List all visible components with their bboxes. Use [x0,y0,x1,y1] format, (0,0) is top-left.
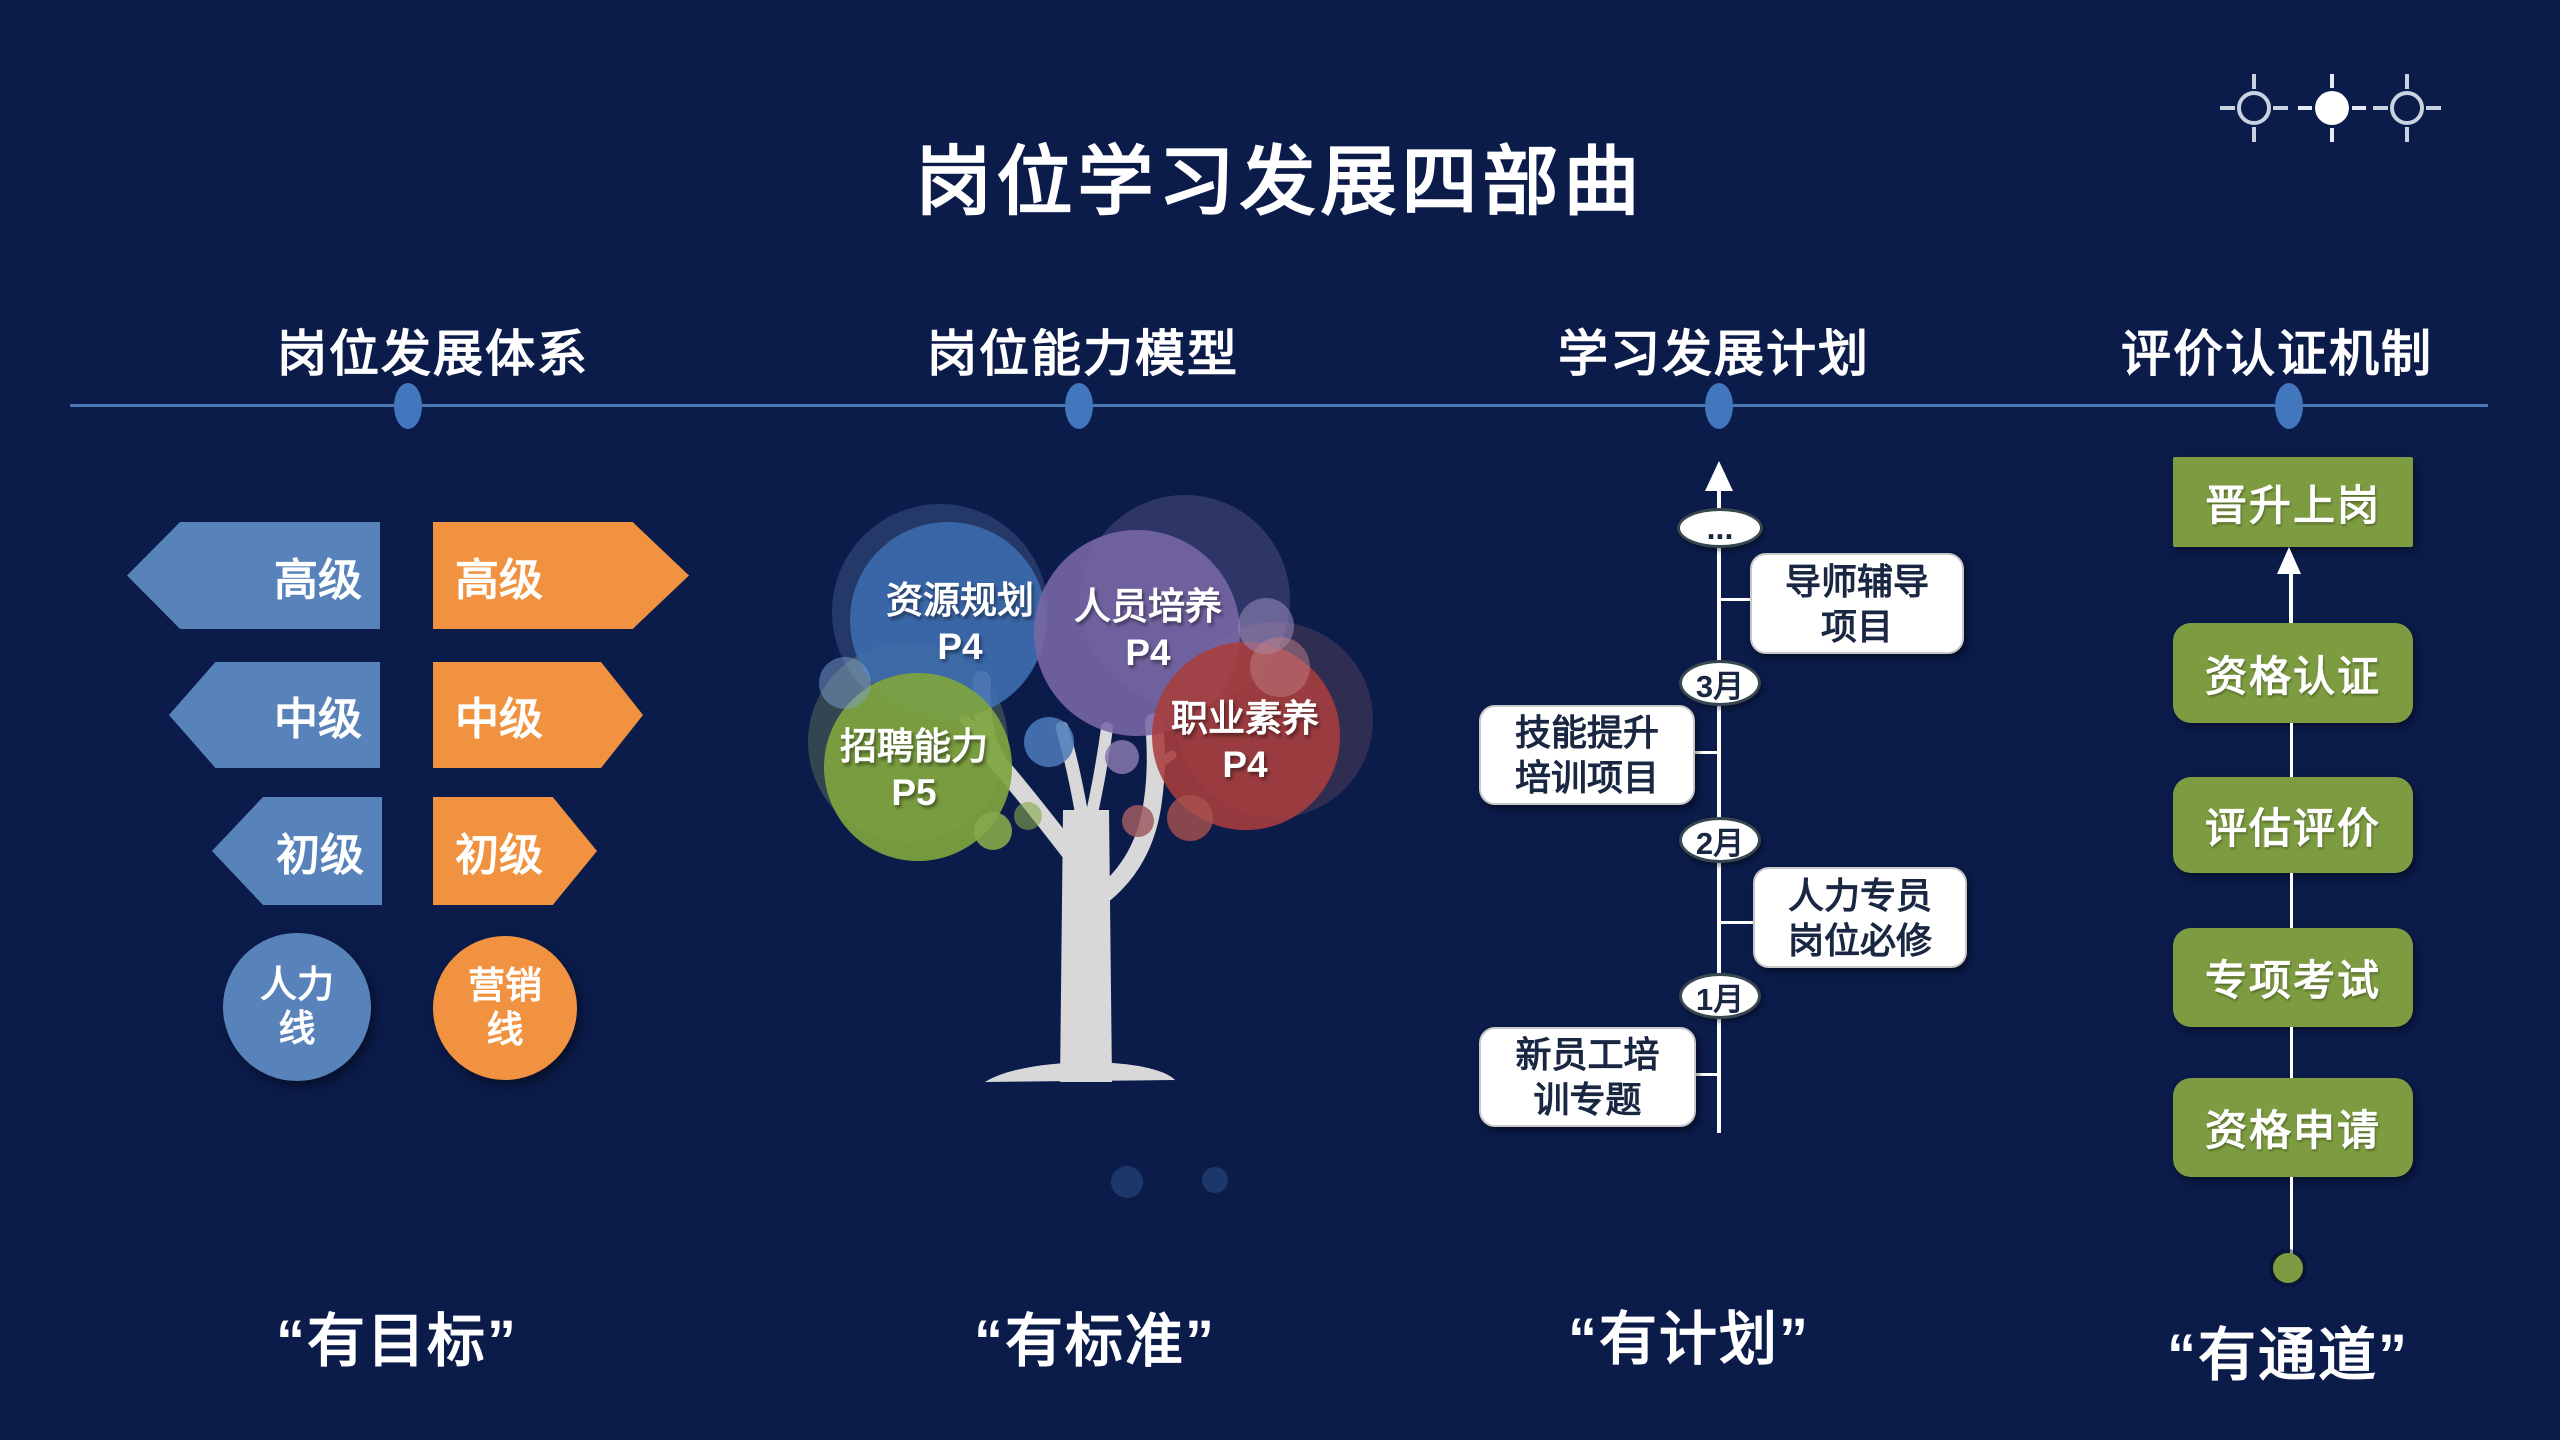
crown-green [824,673,1012,861]
section-divider [70,404,2488,407]
competency-grade: P4 [1222,744,1268,786]
column-quote: “有通道” [2166,1323,2409,1388]
level-arrow-right: 高级 [433,522,689,629]
level-arrow-left: 初级 [212,797,382,905]
level-label: 中级 [455,695,543,744]
crown-blue [850,522,1046,718]
competency-name: 资源规划 [886,580,1034,621]
track-label-line: 线 [486,1009,524,1050]
plan-item-line: 培训项目 [1514,757,1659,798]
certification-step: 评估评价 [2173,777,2413,873]
section-dot [1705,383,1733,429]
certification-step: 专项考试 [2173,928,2413,1027]
competency-label: 资源规划 P4 [828,578,1092,671]
level-label: 初级 [276,831,364,880]
competency-label: 职业素养 P4 [1113,696,1377,789]
plan-item-line: 技能提升 [1514,712,1659,753]
connector-line [1688,751,1719,754]
certification-step: 资格申请 [2173,1078,2413,1177]
column-header: 岗位发展体系 [277,326,589,382]
connector-line [2289,573,2293,623]
connector-line [1721,921,1755,924]
page-title: 岗位学习发展四部曲 [915,140,1645,225]
month-marker: 2月 [1679,817,1761,863]
connector-line [2290,873,2293,928]
connector-line [1688,1073,1719,1076]
column-header: 学习发展计划 [1558,326,1870,382]
level-label: 高级 [274,555,362,605]
column-quote: “有目标” [275,1309,518,1374]
level-arrow-left: 高级 [127,522,380,629]
competency-tree [808,495,1373,1198]
certification-step: 晋升上岗 [2173,457,2413,547]
month-marker: 1月 [1679,973,1761,1019]
flow-arrow-icon [2277,547,2301,574]
connector-line [2290,1177,2293,1254]
plan-item-line: 新员工培 [1515,1034,1660,1075]
competency-name: 人员培养 [1074,586,1222,627]
plan-timeline-line [1717,489,1721,1133]
track-label-line: 营销 [468,964,542,1006]
section-dot [1065,383,1093,429]
level-arrow-right: 中级 [433,662,643,768]
competency-name: 招聘能力 [840,726,988,767]
section-dot [394,383,422,429]
path-start-dot [2273,1253,2303,1283]
column-header: 岗位能力模型 [927,326,1239,382]
level-arrow-right: 初级 [433,797,597,905]
competency-label: 招聘能力 P5 [782,724,1046,817]
level-arrow-left: 中级 [169,662,380,768]
track-circle-marketing: 营销 线 [433,936,577,1080]
plan-item-box: 新员工培 训专题 [1479,1027,1696,1127]
competency-label: 人员培养 P4 [1016,584,1280,677]
plan-item-line: 人力专员 [1787,874,1932,916]
column-quote: “有计划” [1567,1307,1810,1372]
plan-item-box: 人力专员 岗位必修 [1753,867,1967,968]
certification-step: 资格认证 [2173,623,2413,723]
competency-grade: P4 [1125,632,1171,674]
plan-item-line: 导师辅导 [1784,560,1929,602]
crosshair-icon [2373,74,2441,142]
month-marker: 3月 [1679,660,1761,706]
plan-item-line: 岗位必修 [1787,919,1932,961]
section-dot [2275,383,2303,429]
competency-grade: P5 [891,772,937,814]
level-label: 初级 [455,831,543,880]
plan-item-line: 项目 [1820,605,1893,647]
level-label: 高级 [455,555,543,605]
track-circle-hr: 人力 线 [223,933,371,1081]
connector-line [1721,598,1752,601]
track-label-line: 线 [278,1008,316,1049]
plan-item-box: 导师辅导 项目 [1750,553,1964,654]
plan-item-line: 训专题 [1533,1079,1642,1120]
crosshair-filled-icon [2298,74,2366,142]
timeline-arrow-icon [1705,461,1733,491]
plan-item-box: 技能提升 培训项目 [1479,705,1695,805]
level-label: 中级 [274,695,362,744]
connector-line [2290,723,2293,777]
competency-grade: P4 [937,626,983,668]
crosshair-icon [2220,74,2288,142]
month-marker: ... [1677,508,1763,548]
competency-name: 职业素养 [1171,698,1319,739]
column-quote: “有标准” [973,1309,1216,1374]
connector-line [2290,1027,2293,1078]
track-label-line: 人力 [260,963,334,1005]
column-header: 评价认证机制 [2121,326,2433,382]
